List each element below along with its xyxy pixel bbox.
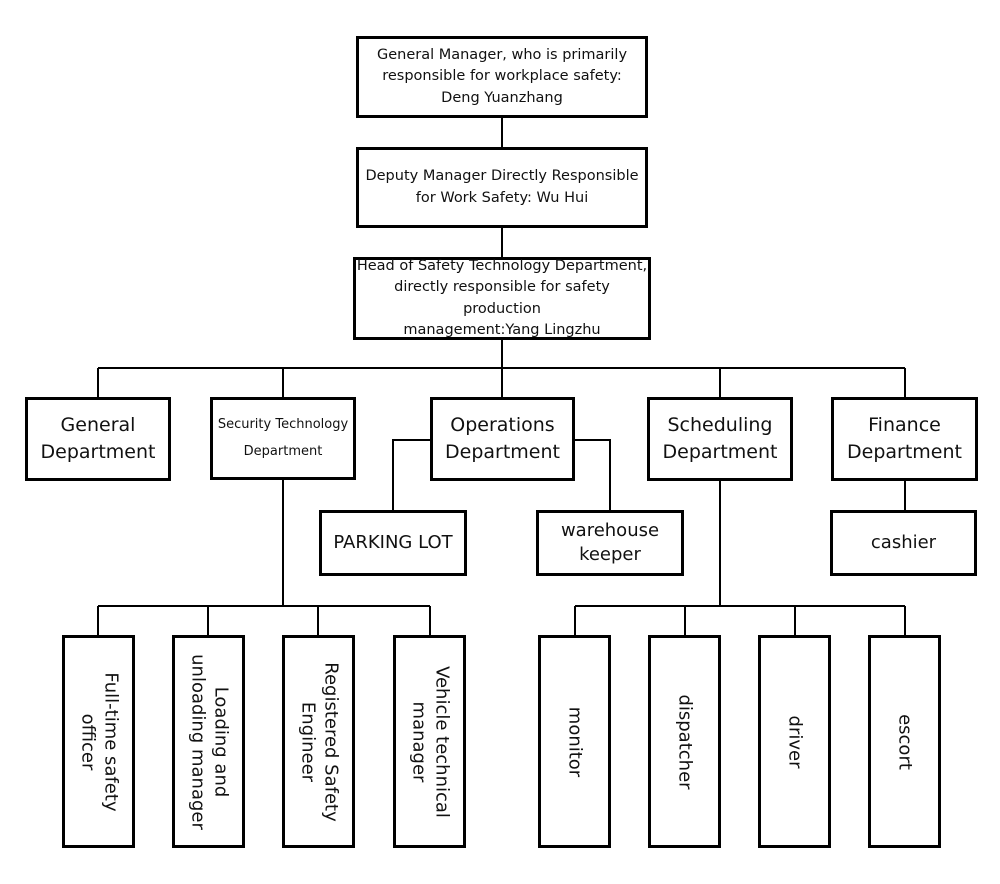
monitor-box: monitor [538, 635, 611, 848]
driver-label: driver [784, 715, 806, 768]
escort-label: escort [894, 713, 916, 770]
dispatcher-label: dispatcher [674, 693, 696, 790]
driver-box: driver [758, 635, 831, 848]
parking-lot-box: PARKING LOT [319, 510, 467, 576]
safety-head-box: Head of Safety Technology Department,dir… [353, 257, 651, 340]
escort-box: escort [868, 635, 941, 848]
monitor-label: monitor [564, 706, 586, 777]
dispatcher-box: dispatcher [648, 635, 721, 848]
cashier-label: cashier [870, 531, 937, 553]
cashier-box: cashier [830, 510, 977, 576]
safety-head-label: Head of Safety Technology Department,dir… [356, 258, 648, 338]
parking-lot-label: PARKING LOT [333, 531, 453, 553]
